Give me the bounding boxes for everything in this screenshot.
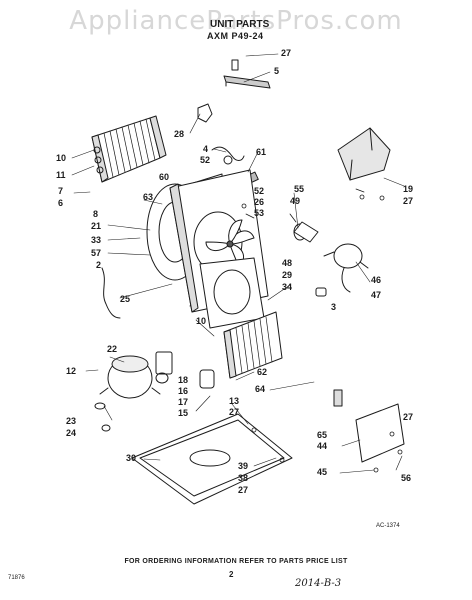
callout-number: 16 <box>178 386 189 396</box>
callout-number: 10 <box>56 153 67 163</box>
callout-number: 60 <box>159 172 170 182</box>
capacitor <box>293 221 319 243</box>
callout-number: 23 <box>66 416 77 426</box>
thermostat-capillary <box>211 146 245 161</box>
mounting-bracket <box>223 59 271 89</box>
callout-number: 49 <box>290 196 301 206</box>
callout-number: 46 <box>371 275 382 285</box>
callout-number: 24 <box>66 428 77 438</box>
callout-number: 5 <box>274 66 280 76</box>
selector-switch <box>333 389 343 407</box>
callout-number: 38 <box>238 473 249 483</box>
callout-number: 63 <box>143 192 154 202</box>
coil-left <box>91 115 167 183</box>
callout-number: 33 <box>91 235 102 245</box>
callout-number: 25 <box>120 294 131 304</box>
callout-number: 44 <box>317 441 328 451</box>
callout-number: 17 <box>178 397 189 407</box>
wire-harness <box>101 267 121 319</box>
callout-number: 52 <box>200 155 211 165</box>
model-number: AXM P49-24 <box>207 31 264 41</box>
callout-number: 64 <box>255 384 266 394</box>
callout-number: 53 <box>254 208 265 218</box>
callout-number: 10 <box>196 316 207 326</box>
callout-number: 27 <box>229 407 240 417</box>
callout-number: 62 <box>257 367 268 377</box>
callout-number: 11 <box>56 170 66 180</box>
callout-number: 26 <box>254 197 265 207</box>
fan-motor <box>323 243 369 293</box>
leader-lines <box>71 53 405 474</box>
handwritten-code: 2014-B-3 <box>295 578 342 589</box>
callout-number: 21 <box>91 221 102 231</box>
callout-number: 13 <box>229 396 240 406</box>
callout-number: 65 <box>317 430 328 440</box>
callout-number: 39 <box>238 461 249 471</box>
callout-number: 7 <box>58 186 64 196</box>
callout-number: 15 <box>178 408 189 418</box>
callout-number: 3 <box>331 302 337 312</box>
diagram-title: UNIT PARTS <box>210 19 270 30</box>
callout-number: 27 <box>281 48 292 58</box>
callout-number: 57 <box>91 248 102 258</box>
callout-number: 18 <box>178 375 189 385</box>
callout-number: 34 <box>282 282 293 292</box>
callout-number: 61 <box>256 147 267 157</box>
callout-number: 27 <box>238 485 249 495</box>
callout-number: 4 <box>203 144 209 154</box>
callout-number: 55 <box>294 184 305 194</box>
compressor <box>94 355 161 432</box>
callout-number: 19 <box>403 184 414 194</box>
figure-reference: AC-1374 <box>376 523 400 529</box>
callout-number: 22 <box>107 344 118 354</box>
ordering-note: FOR ORDERING INFORMATION REFER TO PARTS … <box>124 558 348 565</box>
coil-lower <box>223 311 283 379</box>
relay-overload <box>155 351 215 389</box>
page-number: 2 <box>229 570 234 579</box>
callout-number: 12 <box>66 366 77 376</box>
callout-number: 28 <box>174 129 185 139</box>
callout-number: 47 <box>371 290 382 300</box>
callout-number: 56 <box>401 473 412 483</box>
clip-small <box>315 287 327 297</box>
base-pan <box>131 413 293 505</box>
side-bracket-right <box>337 127 391 181</box>
callout-number: 30 <box>126 453 137 463</box>
clip <box>197 103 213 123</box>
callout-number: 52 <box>254 186 265 196</box>
partition-panel <box>199 257 265 329</box>
callout-number: 29 <box>282 270 293 280</box>
callout-number: 45 <box>317 467 328 477</box>
callout-number: 2 <box>96 260 102 270</box>
callout-number: 48 <box>282 258 293 268</box>
callout-number: 8 <box>93 209 99 219</box>
callout-number: 27 <box>403 412 414 422</box>
corner-code: 71876 <box>8 575 25 581</box>
callout-number: 27 <box>403 196 414 206</box>
control-panel <box>355 403 405 463</box>
fan-blade <box>205 219 255 267</box>
callout-number: 6 <box>58 198 64 208</box>
watermark-text: AppliancePartsPros.com <box>69 6 403 36</box>
